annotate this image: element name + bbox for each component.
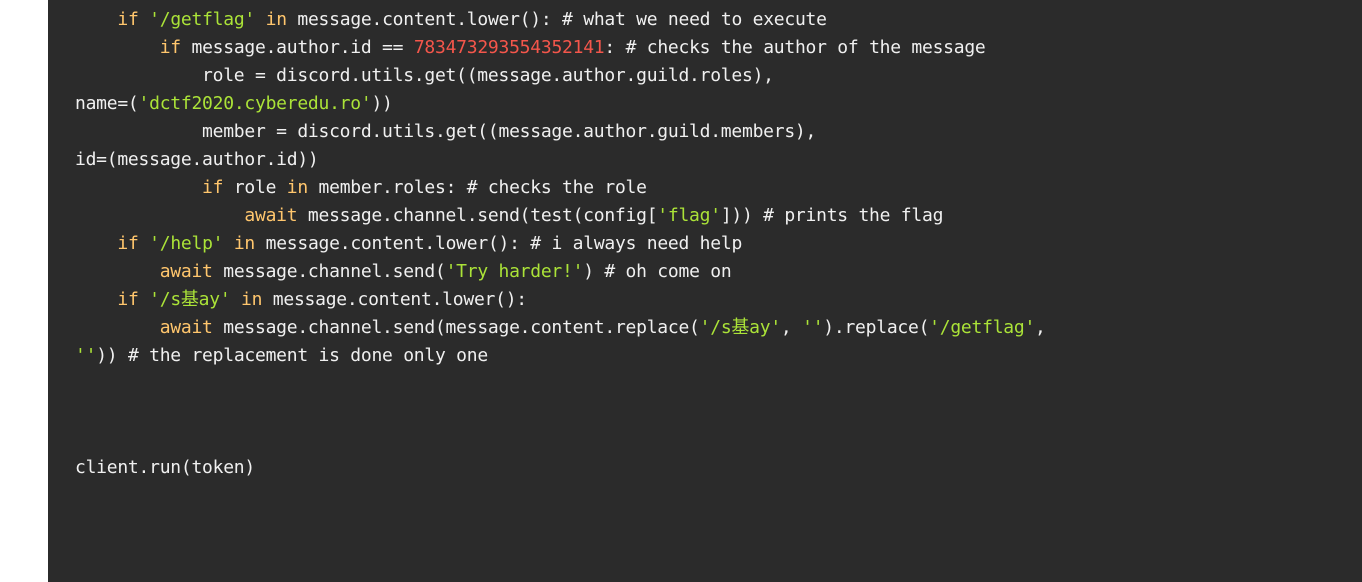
code-token-str: 'dctf2020.cyberedu.ro'	[138, 93, 372, 114]
code-token-str: '/getflag'	[929, 317, 1036, 338]
code-token-plain: ).replace(	[823, 317, 930, 338]
code-token-plain	[75, 289, 117, 310]
code-token-plain: ) # oh come on	[583, 261, 732, 282]
code-token-plain	[75, 37, 160, 58]
code-token-plain	[75, 261, 160, 282]
code-token-plain: member = discord.utils.get((message.auth…	[75, 121, 817, 142]
code-token-kw: in	[233, 233, 256, 254]
code-token-kw: in	[265, 9, 287, 30]
code-block: if '/getflag' in message.content.lower()…	[48, 0, 1362, 582]
code-line	[75, 370, 1362, 398]
code-line: if role in member.roles: # checks the ro…	[75, 174, 1362, 202]
code-line: client.run(token)	[75, 454, 1362, 482]
code-line: if '/s基ay' in message.content.lower():	[75, 286, 1362, 314]
code-token-str: ''	[802, 317, 824, 338]
code-token-plain: message.author.id ==	[180, 37, 414, 58]
code-token-plain	[75, 317, 160, 338]
code-line: if '/getflag' in message.content.lower()…	[75, 6, 1362, 34]
code-line: await message.channel.send(test(config['…	[75, 202, 1362, 230]
code-line: await message.channel.send('Try harder!'…	[75, 258, 1362, 286]
code-line: role = discord.utils.get((message.author…	[75, 62, 1362, 90]
code-line: member = discord.utils.get((message.auth…	[75, 118, 1362, 146]
code-token-plain: message.content.lower():	[262, 289, 527, 310]
code-token-plain: name=(	[75, 93, 139, 114]
code-line	[75, 398, 1362, 426]
code-token-plain: ))	[371, 93, 393, 114]
code-token-kw: if	[202, 177, 224, 198]
code-line: if message.author.id == 7834732935543521…	[75, 34, 1362, 62]
code-token-plain	[223, 233, 234, 254]
code-token-plain: ,	[1035, 317, 1046, 338]
code-line: name=('dctf2020.cyberedu.ro'))	[75, 90, 1362, 118]
code-token-plain: ,	[780, 317, 803, 338]
code-line: id=(message.author.id))	[75, 146, 1362, 174]
code-token-kw: if	[117, 289, 139, 310]
code-token-str: ''	[75, 345, 97, 366]
code-token-plain: message.channel.send(message.content.rep…	[212, 317, 700, 338]
code-token-plain	[139, 289, 150, 310]
code-token-plain: member.roles: # checks the role	[307, 177, 647, 198]
code-token-str: 'flag'	[657, 205, 721, 226]
code-token-str: '/s基ay'	[699, 317, 782, 338]
code-token-kw: if	[117, 233, 139, 254]
code-token-str: '/getflag'	[149, 9, 256, 30]
code-token-kw: in	[286, 177, 308, 198]
code-token-str: '/s基ay'	[149, 289, 231, 310]
code-token-plain	[75, 205, 244, 226]
code-token-plain: role = discord.utils.get((message.author…	[75, 65, 774, 86]
code-token-str: 'Try harder!'	[445, 261, 584, 282]
code-token-plain	[75, 233, 117, 254]
code-token-plain	[255, 9, 266, 30]
code-token-plain	[75, 177, 202, 198]
code-token-kw: await	[159, 261, 213, 282]
code-token-plain	[139, 233, 150, 254]
code-token-kw: await	[159, 317, 213, 338]
code-token-plain: id=(message.author.id))	[75, 149, 319, 170]
code-token-plain: : # checks the author of the message	[604, 37, 986, 58]
code-token-str: '/help'	[149, 233, 224, 254]
code-token-plain	[139, 9, 150, 30]
code-token-kw: await	[244, 205, 298, 226]
code-token-kw: if	[159, 37, 181, 58]
code-token-plain	[75, 9, 117, 30]
code-token-plain: message.content.lower(): # what we need …	[286, 9, 827, 30]
code-token-plain: message.channel.send(test(config[	[297, 205, 658, 226]
code-token-plain	[230, 289, 241, 310]
code-token-plain: message.channel.send(	[212, 261, 446, 282]
code-token-kw: if	[117, 9, 139, 30]
code-line: if '/help' in message.content.lower(): #…	[75, 230, 1362, 258]
code-token-plain: client.run(token)	[75, 457, 255, 478]
code-token-num: 783473293554352141	[413, 37, 605, 58]
code-token-plain: )) # the replacement is done only one	[96, 345, 488, 366]
code-line: '')) # the replacement is done only one	[75, 342, 1362, 370]
code-token-plain: message.content.lower(): # i always need…	[255, 233, 743, 254]
code-token-kw: in	[241, 289, 263, 310]
code-token-plain: role	[223, 177, 287, 198]
code-token-plain: ])) # prints the flag	[720, 205, 944, 226]
code-line	[75, 426, 1362, 454]
code-line: await message.channel.send(message.conte…	[75, 314, 1362, 342]
